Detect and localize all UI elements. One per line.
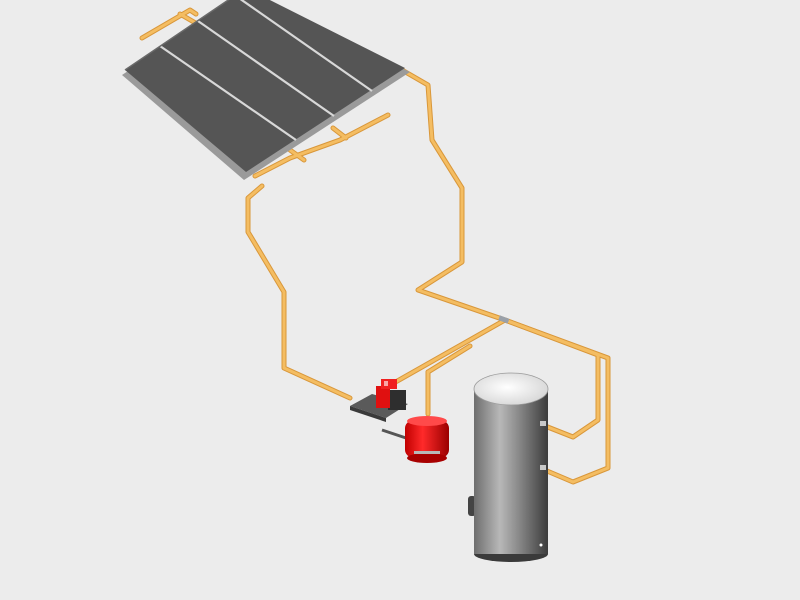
- solar-panel-divider-3: [239, 0, 373, 92]
- solar-collector-array: [122, 0, 410, 180]
- pipe-network: [139, 7, 611, 485]
- solar-panel-surface: [125, 0, 405, 172]
- solar-panel-divider-1: [159, 45, 297, 141]
- pipe-junction-fitting: [498, 315, 510, 324]
- pump-controller-box: [388, 390, 406, 410]
- expansion-vessel: [405, 416, 449, 463]
- pump-body: [376, 386, 390, 408]
- storage-tank-port-lower: [540, 465, 546, 470]
- circulation-pump-station: [350, 379, 413, 442]
- storage-tank-body: [474, 389, 548, 554]
- pipe-collector-return: [245, 183, 353, 401]
- expansion-vessel-body: [405, 418, 449, 460]
- storage-tank-top-cap: [474, 373, 548, 405]
- solar-panel-divider-2: [197, 20, 335, 117]
- pump-head: [381, 379, 397, 389]
- storage-tank-port-upper: [540, 421, 546, 426]
- hot-water-storage-tank: [468, 372, 549, 562]
